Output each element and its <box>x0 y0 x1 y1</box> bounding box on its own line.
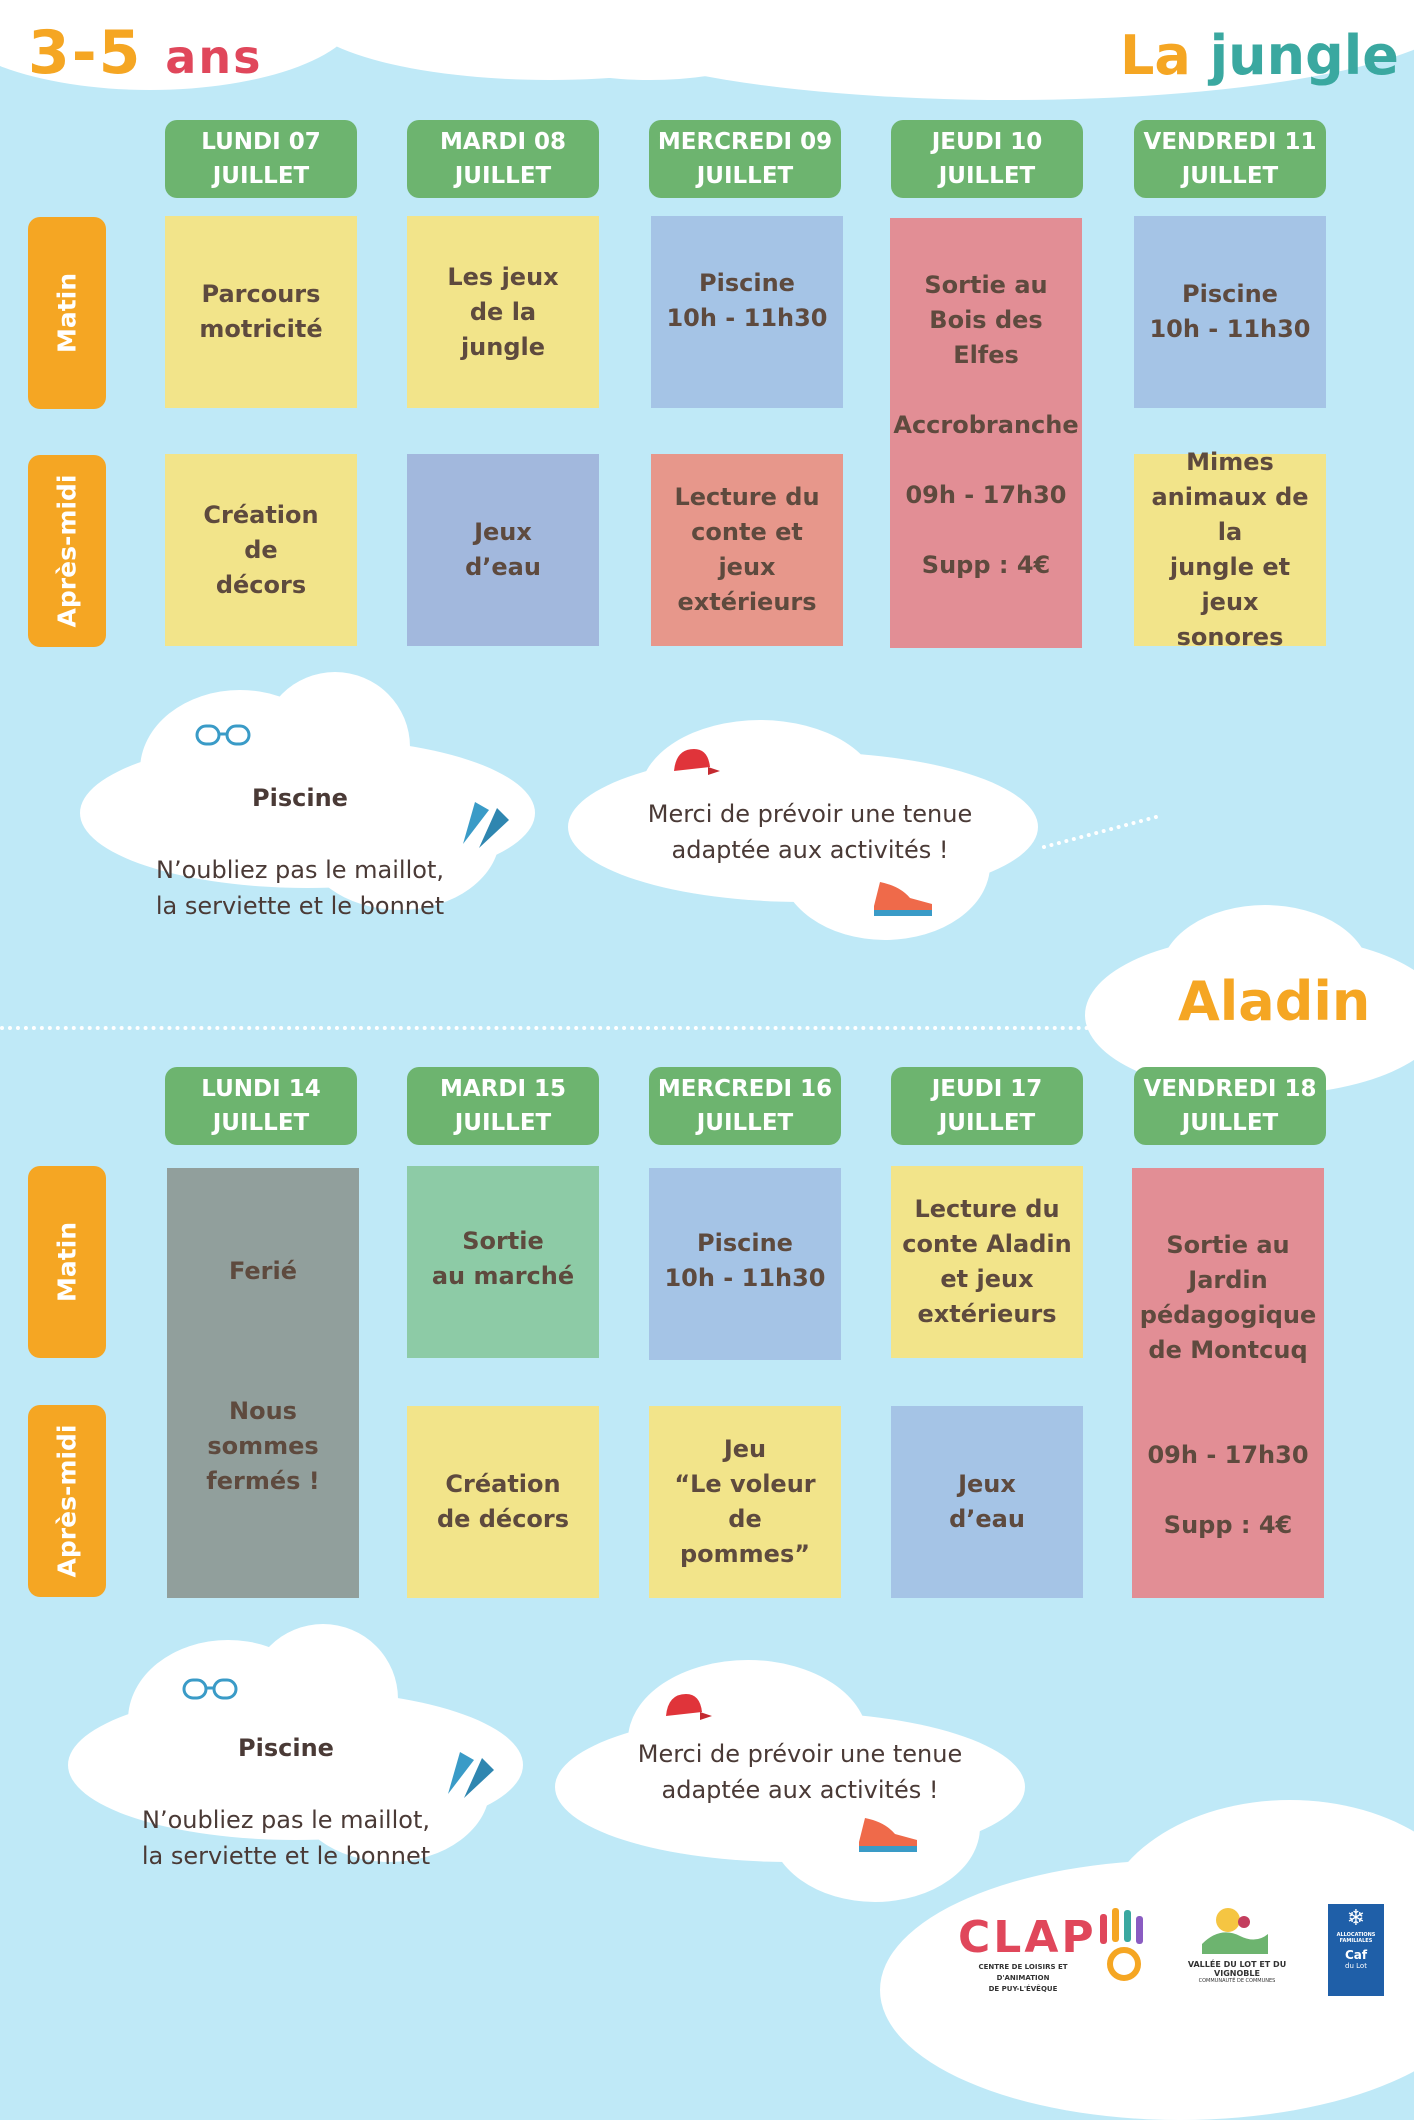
day-month: JUILLET <box>938 1110 1036 1136</box>
day-name: VENDREDI 11 <box>1143 129 1317 155</box>
activity-w2-mon-closed: Ferié Nous sommes fermés ! <box>167 1168 359 1598</box>
activity-w1-tue-am: Les jeux de la jungle <box>407 216 599 408</box>
day-header-wed-16: MERCREDI 16 JUILLET <box>649 1067 841 1145</box>
day-header-tue-08: MARDI 08 JUILLET <box>407 120 599 198</box>
activity-w2-fri-all: Sortie au Jardin pédagogique de Montcuq … <box>1132 1168 1324 1598</box>
caf-name: Caf <box>1344 1948 1368 1962</box>
activity-w2-thu-pm: Jeux d’eau <box>891 1406 1083 1598</box>
day-name: MERCREDI 09 <box>657 129 833 155</box>
flippers-icon <box>463 802 509 848</box>
day-name: LUNDI 14 <box>201 1076 321 1102</box>
activity-w1-fri-pm: Mimes animaux de la jungle et jeux sonor… <box>1134 448 1326 651</box>
dotted-path-right <box>1041 814 1159 850</box>
vallee-logo-text: VALLÉE DU LOT ET DU VIGNOBLE COMMUNAUTÉ … <box>1172 1960 1302 1984</box>
section-divider <box>0 1026 1090 1030</box>
day-month: JUILLET <box>1181 1110 1279 1136</box>
caf-sub: du Lot <box>1345 1962 1367 1970</box>
caf-line2: FAMILIALES <box>1339 1938 1373 1944</box>
day-header-fri-11: VENDREDI 11 JUILLET <box>1134 120 1326 198</box>
note-pool-text: N’oubliez pas le maillot, la serviette e… <box>155 856 445 920</box>
side-label-afternoon-w2: Après-midi <box>28 1405 106 1597</box>
clap-logo: CLAP <box>958 1912 1097 1963</box>
vallee-name: VALLÉE DU LOT ET DU VIGNOBLE <box>1187 1960 1287 1978</box>
activity-w1-mon-pm: Création de décors <box>165 454 357 646</box>
side-label-text: Matin <box>52 272 82 354</box>
hand-logo-icon <box>1100 1908 1143 1981</box>
caf-logo: ❄ ALLOCATIONS FAMILIALES Caf du Lot <box>1328 1904 1384 1996</box>
activity-w1-wed-pm: Lecture du conte et jeux extérieurs <box>651 454 843 646</box>
sneaker-icon <box>874 882 932 916</box>
day-month: JUILLET <box>454 163 552 189</box>
side-label-text: Après-midi <box>52 1424 82 1578</box>
vallee-logo-icon <box>1202 1908 1268 1954</box>
theme-title-1-la: La <box>1120 24 1191 87</box>
age-word: ans <box>165 30 263 84</box>
activity-w1-tue-pm: Jeux d’eau <box>407 454 599 646</box>
activity-w2-tue-am: Sortie au marché <box>407 1166 599 1358</box>
flippers-icon <box>448 1752 494 1798</box>
goggles-icon <box>182 1678 238 1700</box>
day-name: MARDI 15 <box>439 1076 567 1102</box>
day-month: JUILLET <box>696 1110 794 1136</box>
goggles-icon <box>195 724 251 746</box>
day-header-mon-07: LUNDI 07 JUILLET <box>165 120 357 198</box>
cap-icon <box>666 1694 712 1720</box>
activity-w2-tue-pm: Création de décors <box>407 1406 599 1598</box>
note-pool-w1: Piscine N’oubliez pas le maillot, la ser… <box>140 744 460 924</box>
day-header-thu-17: JEUDI 17 JUILLET <box>891 1067 1083 1145</box>
note-pool-w2: Piscine N’oubliez pas le maillot, la ser… <box>126 1694 446 1874</box>
vallee-sub: COMMUNAUTÉ DE COMMUNES <box>1198 1978 1276 1984</box>
sneaker-icon <box>859 1818 917 1852</box>
clap-logo-text: CLAP <box>958 1912 1097 1963</box>
day-name: VENDREDI 18 <box>1143 1076 1317 1102</box>
note-cloud-pool-w2-bump3 <box>290 1712 490 1862</box>
day-month: JUILLET <box>212 1110 310 1136</box>
day-month: JUILLET <box>696 163 794 189</box>
day-month: JUILLET <box>1181 163 1279 189</box>
caf-snowflake-icon: ❄ <box>1346 1906 1366 1931</box>
theme-title-1-jungle: jungle <box>1209 24 1399 87</box>
side-label-text: Matin <box>52 1221 82 1303</box>
note-pool-title: Piscine <box>252 784 348 812</box>
activity-w2-wed-pm: Jeu “Le voleur de pommes” <box>649 1406 841 1598</box>
day-month: JUILLET <box>938 163 1036 189</box>
note-outfit-w2: Merci de prévoir une tenue adaptée aux a… <box>637 1740 963 1804</box>
activity-w1-mon-am: Parcours motricité <box>165 216 357 408</box>
day-header-thu-10: JEUDI 10 JUILLET <box>891 120 1083 198</box>
day-name: LUNDI 07 <box>201 129 321 155</box>
cap-icon <box>674 749 720 775</box>
day-header-mon-14: LUNDI 14 JUILLET <box>165 1067 357 1145</box>
activity-w1-wed-am: Piscine 10h - 11h30 <box>651 216 843 408</box>
side-label-text: Après-midi <box>52 474 82 628</box>
activity-w1-fri-am: Piscine 10h - 11h30 <box>1134 216 1326 408</box>
day-header-fri-18: VENDREDI 18 JUILLET <box>1134 1067 1326 1145</box>
side-label-afternoon-w1: Après-midi <box>28 455 106 647</box>
theme-title-1: La jungle <box>1120 24 1399 87</box>
activity-w1-thu-all: Sortie au Bois des Elfes Accrobranche 09… <box>890 218 1082 648</box>
day-header-wed-09: MERCREDI 09 JUILLET <box>649 120 841 198</box>
day-name: MARDI 08 <box>439 129 567 155</box>
note-outfit-w1: Merci de prévoir une tenue adaptée aux a… <box>647 800 973 864</box>
activity-w2-wed-am: Piscine 10h - 11h30 <box>649 1168 841 1360</box>
day-month: JUILLET <box>212 163 310 189</box>
day-name: JEUDI 10 <box>931 129 1043 155</box>
note-pool-title: Piscine <box>238 1734 334 1762</box>
caf-line1: ALLOCATIONS <box>1336 1932 1376 1938</box>
clap-sub-line1: CENTRE DE LOISIRS ET D'ANIMATION <box>978 1963 1068 1982</box>
side-label-morning-w2: Matin <box>28 1166 106 1358</box>
activity-w2-thu-am: Lecture du conte Aladin et jeux extérieu… <box>891 1166 1083 1358</box>
cloud-aladin-bump <box>1160 905 1370 1045</box>
day-name: JEUDI 17 <box>931 1076 1043 1102</box>
side-label-morning-w1: Matin <box>28 217 106 409</box>
theme-title-2: Aladin <box>1178 970 1371 1033</box>
day-name: MERCREDI 16 <box>657 1076 833 1102</box>
age-title: 3-5 ans <box>28 18 262 88</box>
note-pool-text: N’oubliez pas le maillot, la serviette e… <box>141 1806 431 1870</box>
clap-subtitle: CENTRE DE LOISIRS ET D'ANIMATION DE PUY-… <box>958 1962 1088 1995</box>
clap-sub-line2: DE PUY-L'ÉVÊQUE <box>988 1985 1058 1993</box>
day-month: JUILLET <box>454 1110 552 1136</box>
age-digits: 3-5 <box>28 18 143 88</box>
day-header-tue-15: MARDI 15 JUILLET <box>407 1067 599 1145</box>
